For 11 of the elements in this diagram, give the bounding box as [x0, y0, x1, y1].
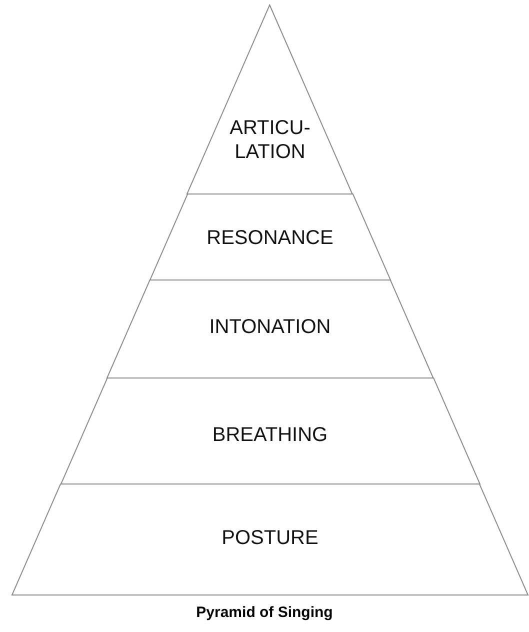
caption: Pyramid of Singing	[195, 604, 334, 621]
tier-label: POSTURE	[220, 526, 320, 550]
pyramid-tier	[106, 280, 434, 378]
tier-label: INTONATION	[208, 315, 332, 339]
tier-label: ARTICU- LATION	[228, 116, 312, 164]
tier-label: RESONANCE	[206, 226, 334, 250]
tier-label: BREATHING	[211, 423, 329, 447]
pyramid-tier	[187, 5, 353, 194]
pyramid-tier	[12, 484, 528, 595]
pyramid-tier	[150, 194, 390, 280]
pyramid-tier	[60, 378, 480, 484]
